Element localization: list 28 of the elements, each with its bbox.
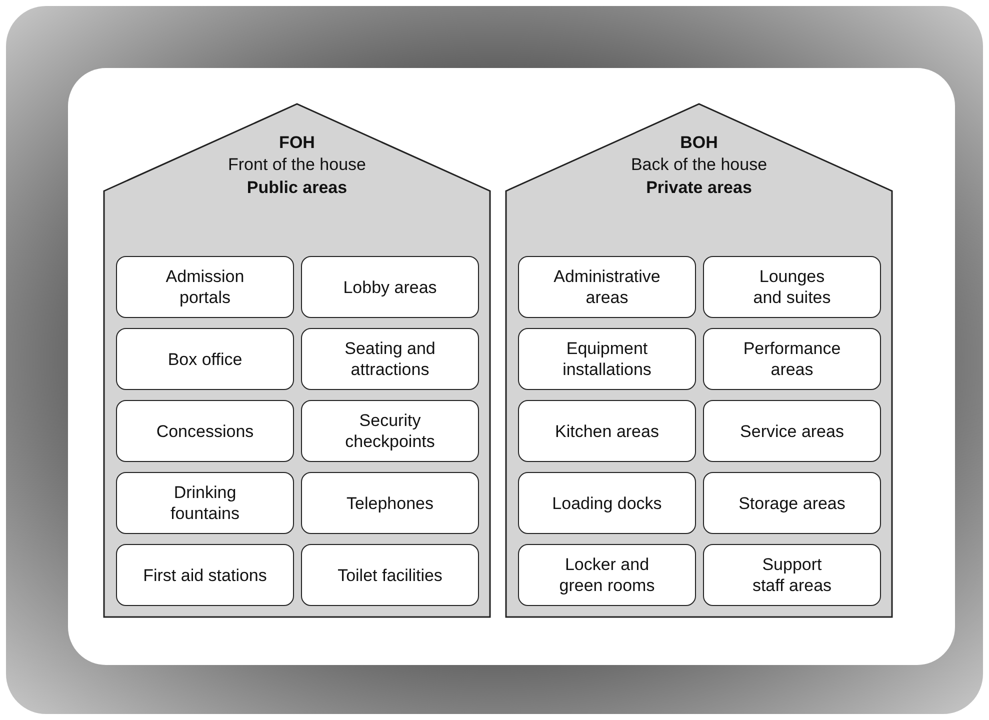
area-box: Administrative areas xyxy=(518,256,696,318)
area-box: Kitchen areas xyxy=(518,400,696,462)
area-box: Storage areas xyxy=(703,472,881,534)
area-box: Concessions xyxy=(116,400,294,462)
area-box: Admission portals xyxy=(116,256,294,318)
area-box: Toilet facilities xyxy=(301,544,479,606)
area-box: Seating and attractions xyxy=(301,328,479,390)
area-box: Locker and green rooms xyxy=(518,544,696,606)
area-box: Service areas xyxy=(703,400,881,462)
house-subtitle: Front of the house xyxy=(228,155,366,175)
area-heading: Private areas xyxy=(646,178,752,198)
house-shape xyxy=(505,103,893,618)
area-box: Equipment installations xyxy=(518,328,696,390)
house-shape xyxy=(103,103,491,618)
house-heading: BOH xyxy=(680,133,718,153)
area-box: Performance areas xyxy=(703,328,881,390)
area-box: Support staff areas xyxy=(703,544,881,606)
house-subtitle: Back of the house xyxy=(630,155,768,175)
house-heading: FOH xyxy=(279,133,315,153)
area-box: Lounges and suites xyxy=(703,256,881,318)
area-box: Drinking fountains xyxy=(116,472,294,534)
area-box: Lobby areas xyxy=(301,256,479,318)
area-box: First aid stations xyxy=(116,544,294,606)
area-box: Telephones xyxy=(301,472,479,534)
area-box: Loading docks xyxy=(518,472,696,534)
area-box: Box office xyxy=(116,328,294,390)
area-heading: Public areas xyxy=(246,178,348,198)
area-box: Security checkpoints xyxy=(301,400,479,462)
